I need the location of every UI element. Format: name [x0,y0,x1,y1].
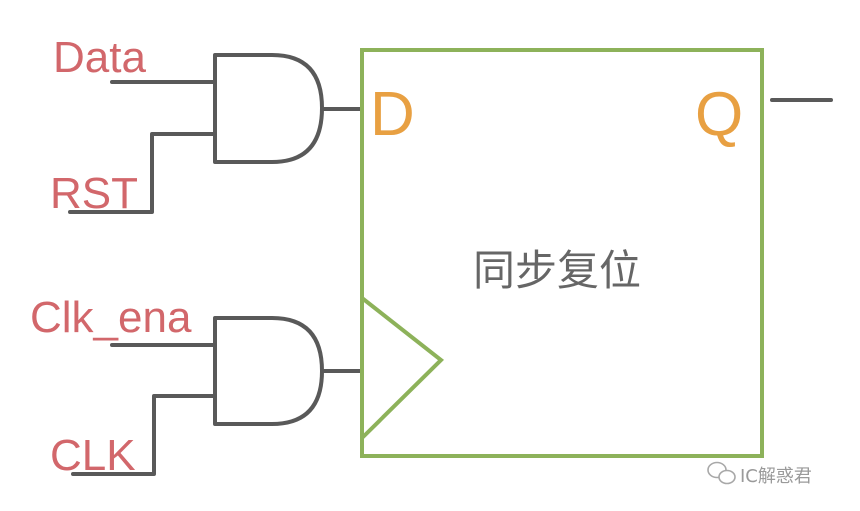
watermark-text: IC解惑君 [740,466,812,487]
and-gate-data-rst [68,53,364,214]
and-gate-lower-body [213,316,324,426]
and-gate-upper-body [213,53,324,164]
rst-label: RST [50,169,138,218]
data-label: Data [53,33,146,82]
flip-flop-box [360,48,764,458]
watermark: IC解惑君 [707,461,812,487]
clk-label: CLK [50,431,136,480]
flip-flop [360,48,833,458]
d-port-label: D [370,80,415,149]
and-gate-clk [71,316,364,476]
clock-triangle-icon [360,296,445,440]
clk-wire [71,394,217,476]
rst-wire [68,132,217,214]
q-port-label: Q [695,80,743,149]
clk-ena-label: Clk_ena [30,293,192,342]
wechat-icon [707,461,736,485]
flip-flop-title: 同步复位 [473,246,641,295]
